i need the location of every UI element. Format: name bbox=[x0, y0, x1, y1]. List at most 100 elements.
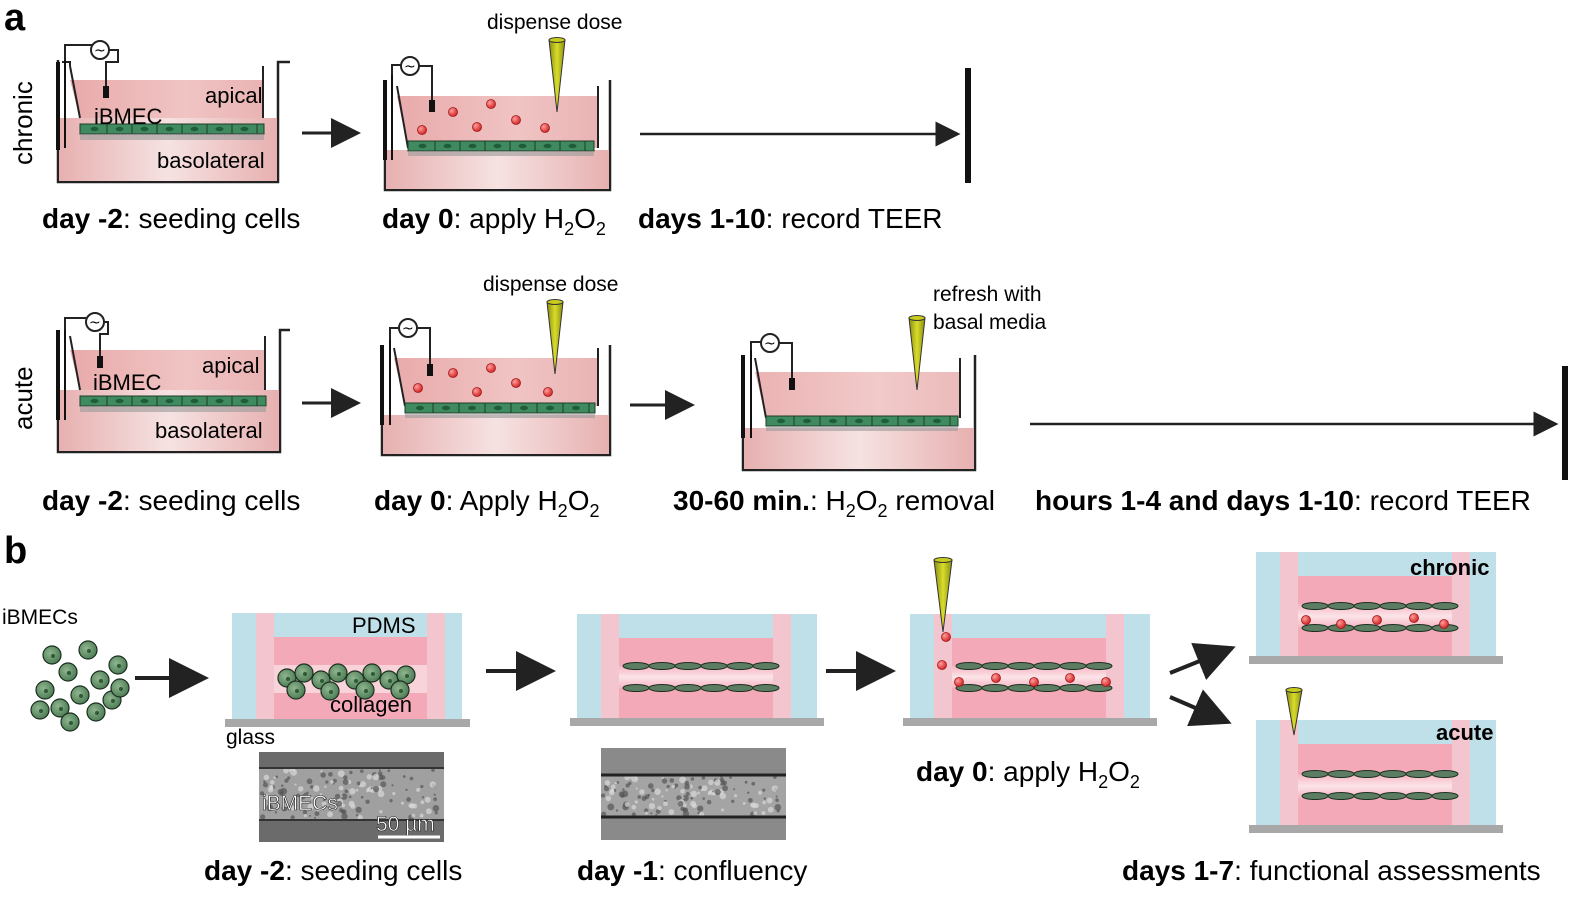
nucleus-mark bbox=[568, 143, 577, 149]
nucleus-mark bbox=[215, 398, 224, 404]
lining-cell bbox=[1405, 770, 1433, 778]
svg-text:~: ~ bbox=[402, 321, 414, 337]
nucleus-mark bbox=[416, 405, 424, 411]
svg-text:~: ~ bbox=[89, 315, 101, 331]
panel-b-label: b bbox=[4, 530, 27, 572]
lining-cell bbox=[648, 662, 676, 670]
lining-cell bbox=[1301, 602, 1329, 610]
h2o2-drop bbox=[1065, 673, 1075, 683]
h2o2-drop bbox=[1439, 619, 1449, 629]
micrograph-seeding: iBMECs 50 µm bbox=[259, 752, 444, 842]
lining-cell bbox=[1379, 602, 1407, 610]
lining-cell bbox=[1301, 770, 1329, 778]
nucleus-mark bbox=[493, 143, 502, 149]
panel-a-label: a bbox=[4, 0, 26, 39]
nucleus-mark bbox=[494, 405, 502, 411]
lining-cell bbox=[700, 662, 728, 670]
chip-acute: acute bbox=[1249, 687, 1503, 833]
glass-label: glass bbox=[226, 726, 275, 749]
nucleus-mark bbox=[803, 418, 811, 424]
h2o2-drop bbox=[1336, 619, 1346, 629]
lining-cell bbox=[752, 684, 780, 692]
caption-chronic-1: day -2: seeding cells bbox=[42, 203, 300, 234]
basolateral-label: basolateral bbox=[157, 148, 265, 173]
h2o2-drop bbox=[1372, 615, 1382, 625]
nucleus-mark bbox=[165, 398, 174, 404]
lining-cell bbox=[1353, 602, 1381, 610]
ibmecs-label: iBMECs bbox=[2, 606, 78, 629]
scale-label: 50 µm bbox=[376, 813, 435, 836]
lining-cell bbox=[1301, 792, 1329, 800]
acute-chip-label: acute bbox=[1436, 720, 1493, 745]
micrograph-confluency bbox=[600, 748, 786, 840]
lining-cell bbox=[700, 684, 728, 692]
acute-well-refresh: ~ refresh with basal media bbox=[741, 283, 1047, 472]
nucleus-mark bbox=[418, 143, 427, 149]
apical-label: apical bbox=[202, 353, 259, 378]
nucleus-mark bbox=[468, 405, 476, 411]
h2o2-drop bbox=[472, 122, 482, 132]
nucleus-mark bbox=[907, 418, 915, 424]
lining-cell bbox=[622, 684, 650, 692]
h2o2-drop bbox=[472, 387, 482, 397]
lining-cell bbox=[726, 684, 754, 692]
lining-cell bbox=[1059, 662, 1087, 670]
nucleus-mark bbox=[546, 405, 554, 411]
lining-cell bbox=[955, 662, 983, 670]
caption-b-1: day -2: seeding cells bbox=[204, 855, 462, 886]
lining-cell bbox=[1327, 602, 1355, 610]
caption-acute-1: day -2: seeding cells bbox=[42, 485, 300, 516]
lining-cell bbox=[1405, 624, 1433, 632]
nucleus-mark bbox=[140, 126, 149, 132]
svg-text:~: ~ bbox=[764, 336, 776, 352]
lining-cell bbox=[1007, 684, 1035, 692]
lining-cell bbox=[726, 662, 754, 670]
h2o2-drop bbox=[511, 115, 521, 125]
chip-chronic: chronic bbox=[1249, 552, 1503, 664]
caption-acute-4: hours 1-4 and days 1-10: record TEER bbox=[1035, 485, 1531, 516]
lining-cell bbox=[1301, 624, 1329, 632]
svg-text:~: ~ bbox=[404, 59, 416, 75]
nucleus-mark bbox=[518, 143, 527, 149]
lining-cell bbox=[1379, 770, 1407, 778]
lining-cell bbox=[752, 662, 780, 670]
chronic-chip-label: chronic bbox=[1410, 555, 1489, 580]
nucleus-mark bbox=[240, 398, 249, 404]
nucleus-mark bbox=[520, 405, 528, 411]
lining-cell bbox=[1379, 792, 1407, 800]
lining-cell bbox=[1033, 662, 1061, 670]
lining-cell bbox=[1405, 602, 1433, 610]
lining-cell bbox=[1405, 792, 1433, 800]
nucleus-mark bbox=[572, 405, 580, 411]
nucleus-mark bbox=[115, 126, 124, 132]
chip-seeding: PDMS collagen bbox=[225, 613, 470, 727]
chronic-well-apply: ~ dispense dose bbox=[383, 11, 622, 192]
svg-text:~: ~ bbox=[94, 43, 106, 59]
nucleus-mark bbox=[190, 126, 199, 132]
caption-b-4: days 1-7: functional assessments bbox=[1122, 855, 1541, 886]
nucleus-mark bbox=[215, 126, 224, 132]
lining-cell bbox=[674, 662, 702, 670]
h2o2-drop bbox=[1409, 613, 1419, 623]
h2o2-drop bbox=[417, 125, 427, 135]
lining-cell bbox=[1033, 684, 1061, 692]
lining-cell bbox=[1059, 684, 1087, 692]
acute-side-label: acute bbox=[8, 366, 38, 430]
h2o2-drop bbox=[991, 673, 1001, 683]
refresh-label-1: refresh with bbox=[933, 283, 1042, 306]
refresh-label-2: basal media bbox=[933, 311, 1047, 334]
lining-cell bbox=[981, 684, 1009, 692]
lining-cell bbox=[1379, 624, 1407, 632]
acute-well-seeding: ~ apical iBMEC basolateral bbox=[56, 312, 290, 454]
ibmec-label: iBMEC bbox=[93, 370, 162, 395]
nucleus-mark bbox=[881, 418, 889, 424]
h2o2-drop bbox=[941, 632, 951, 642]
micrograph-label: iBMECs bbox=[262, 792, 338, 815]
caption-b-3: day 0: apply H2O2 bbox=[916, 756, 1140, 792]
basolateral-label: basolateral bbox=[155, 418, 263, 443]
lining-cell bbox=[648, 684, 676, 692]
nucleus-mark bbox=[240, 126, 249, 132]
lining-cell bbox=[1431, 770, 1459, 778]
nucleus-mark bbox=[190, 398, 199, 404]
